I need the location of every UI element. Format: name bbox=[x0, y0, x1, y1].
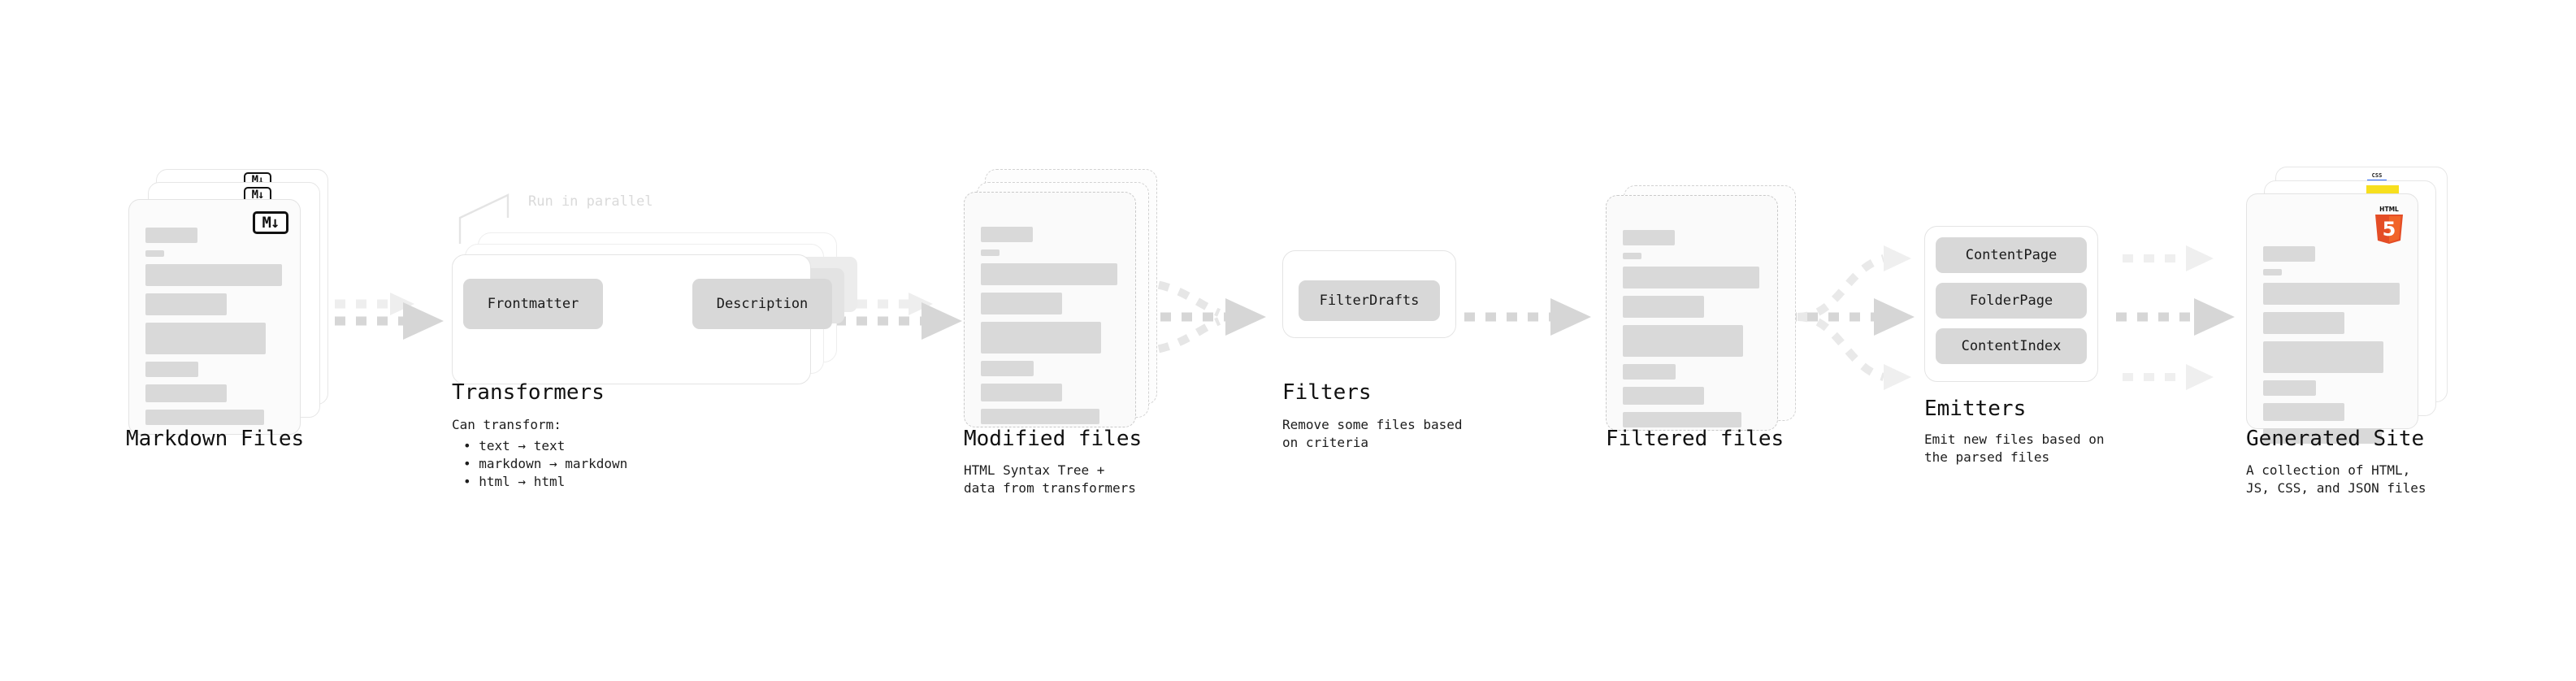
stage-title-generated-site: Generated Site bbox=[2246, 427, 2425, 451]
connector-markdown-to-transformers bbox=[314, 293, 444, 340]
doc-content-bars bbox=[145, 228, 287, 432]
transformers-subtitle: Can transform: bbox=[452, 417, 562, 432]
filters-subtitle: Remove some files based on criteria bbox=[1282, 417, 1463, 450]
markdown-badge-letter: M bbox=[251, 174, 259, 187]
chip-contentindex-label: ContentIndex bbox=[1961, 338, 2062, 354]
chip-description[interactable]: Description bbox=[692, 279, 832, 329]
chip-folderpage[interactable]: FolderPage bbox=[1936, 283, 2087, 319]
modified-subtitle: HTML Syntax Tree + data from transformer… bbox=[964, 462, 1136, 496]
doc-card-generated-site: HTML 5 bbox=[2246, 193, 2418, 444]
emitters-subtitle: Emit new files based on the parsed files bbox=[1924, 432, 2105, 465]
bullet-html-html: • html → html bbox=[463, 474, 566, 489]
html5-wordmark: HTML bbox=[2379, 206, 2399, 213]
stage-title-filters: Filters bbox=[1282, 380, 1372, 405]
doc-card-filtered bbox=[1606, 195, 1778, 431]
transformers-bullets: • text → text • markdown → markdown • ht… bbox=[463, 437, 627, 491]
chip-filterdrafts[interactable]: FilterDrafts bbox=[1299, 280, 1440, 321]
bullet-text-text: • text → text bbox=[463, 438, 566, 453]
html5-badge: HTML 5 bbox=[2375, 206, 2403, 244]
chip-frontmatter[interactable]: Frontmatter bbox=[463, 279, 603, 329]
doc-content-bars-modified bbox=[981, 227, 1122, 432]
doc-content-bars-site bbox=[2263, 246, 2405, 451]
stage-title-filtered: Filtered files bbox=[1606, 427, 1785, 451]
run-in-parallel-label: Run in parallel bbox=[528, 193, 653, 210]
chip-filterdrafts-label: FilterDrafts bbox=[1319, 293, 1420, 309]
connector-filters-to-filtered bbox=[1464, 298, 1591, 336]
doc-card-modified bbox=[964, 192, 1136, 427]
markdown-badge-arrow: ↓ bbox=[258, 174, 265, 187]
chip-contentpage[interactable]: ContentPage bbox=[1936, 237, 2087, 273]
chip-description-label: Description bbox=[716, 296, 809, 312]
doc-card-markdown: M↓ bbox=[128, 199, 301, 435]
doc-content-bars-filtered bbox=[1623, 230, 1764, 435]
generated-site-subtitle: A collection of HTML, JS, CSS, and JSON … bbox=[2246, 462, 2426, 496]
chip-frontmatter-label: Frontmatter bbox=[487, 296, 579, 312]
bullet-markdown-markdown: • markdown → markdown bbox=[463, 456, 628, 471]
stage-title-modified: Modified files bbox=[964, 427, 1143, 451]
stage-title-emitters: Emitters bbox=[1924, 397, 2027, 421]
connector-emitters-to-site bbox=[2116, 245, 2235, 390]
chip-contentindex[interactable]: ContentIndex bbox=[1936, 328, 2087, 364]
svg-text:5: 5 bbox=[2383, 218, 2396, 241]
stage-title-transformers: Transformers bbox=[452, 380, 605, 405]
connector-filtered-to-emitters bbox=[1786, 245, 1915, 390]
svg-text:CSS: CSS bbox=[2372, 172, 2383, 179]
chip-folderpage-label: FolderPage bbox=[1969, 293, 2053, 309]
stage-title-markdown: Markdown Files bbox=[126, 427, 305, 451]
markdown-badge-front: M↓ bbox=[253, 211, 288, 234]
chip-contentpage-label: ContentPage bbox=[1965, 247, 2058, 263]
